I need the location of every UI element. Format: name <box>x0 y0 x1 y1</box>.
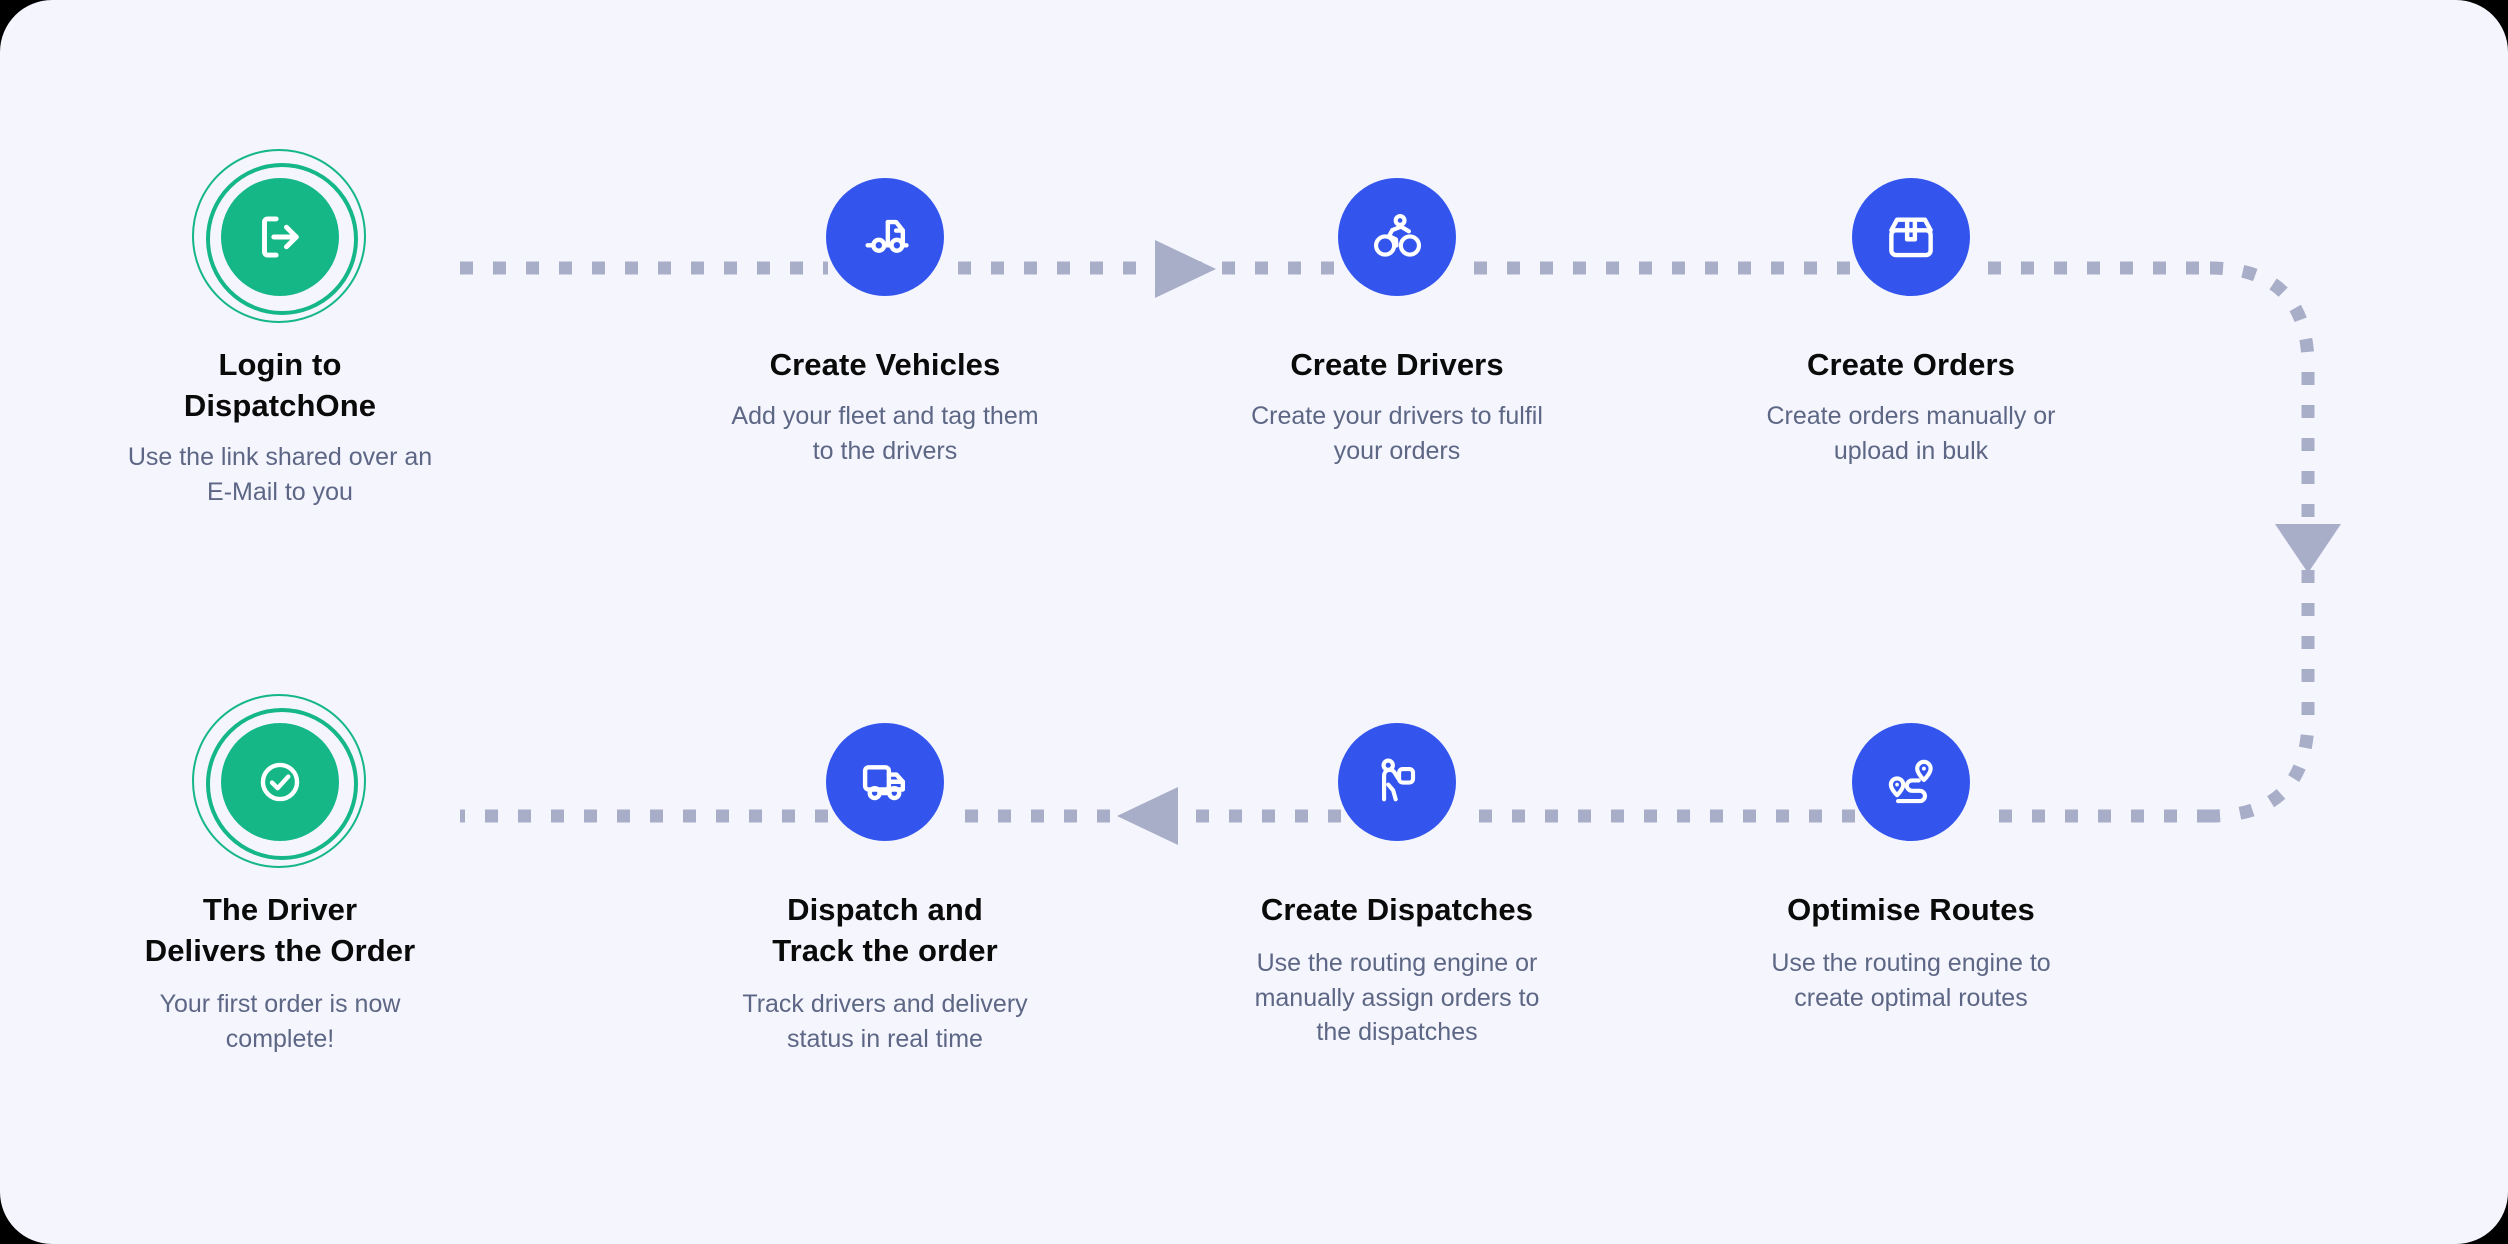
step-description: Track drivers and delivery status in rea… <box>742 990 1028 1053</box>
step-optimise-routes[interactable]: Optimise Routes Use the routing engine t… <box>1681 723 2141 1015</box>
step-create-vehicles[interactable]: Create Vehicles Add your fleet and tag t… <box>655 178 1115 468</box>
step-icon-badge[interactable] <box>826 178 944 296</box>
step-icon-badge[interactable] <box>1338 178 1456 296</box>
step-create-drivers[interactable]: Create Drivers Create your drivers to fu… <box>1167 178 1627 468</box>
arrowhead-left-bottom <box>1117 787 1178 845</box>
step-create-orders[interactable]: Create Orders Create orders manually or … <box>1681 178 2141 468</box>
step-driver-delivers-the-order[interactable]: The Driver Delivers the Order Your first… <box>50 694 510 1056</box>
step-create-dispatches[interactable]: Create Dispatches Use the routing engine… <box>1167 723 1627 1050</box>
step-description: Create orders manually or upload in bulk <box>1766 402 2056 465</box>
delivery-truck-icon <box>862 765 906 801</box>
step-icon-badge[interactable] <box>1852 178 1970 296</box>
step-description: Create your drivers to fulfil your order… <box>1251 402 1543 465</box>
step-title: Login to DispatchOne <box>183 347 377 424</box>
step-icon-badge[interactable] <box>1852 723 1970 841</box>
person-carrying-box-icon <box>1381 758 1416 802</box>
step-icon-badge[interactable] <box>1338 723 1456 841</box>
step-icon-badge[interactable] <box>826 723 944 841</box>
step-title: Optimise Routes <box>1787 892 2035 927</box>
step-title: Create Vehicles <box>769 347 1001 382</box>
step-description: Your first order is now complete! <box>159 990 401 1053</box>
step-dispatch-and-track[interactable]: Dispatch and Track the order Track drive… <box>655 723 1115 1056</box>
route-pins-icon <box>1888 759 1933 804</box>
step-icon-badge[interactable] <box>192 694 366 868</box>
step-description: Add your fleet and tag them to the drive… <box>731 402 1039 465</box>
step-description: Use the link shared over an E-Mail to yo… <box>127 443 433 506</box>
step-title: Dispatch and Track the order <box>772 892 998 969</box>
step-title: The Driver Delivers the Order <box>144 892 416 969</box>
step-description: Use the routing engine to create optimal… <box>1771 949 2051 1012</box>
step-icon-badge[interactable] <box>192 149 366 323</box>
step-login-to-dispatchone[interactable]: Login to DispatchOne Use the link shared… <box>50 149 510 509</box>
arrowhead-right-top <box>1155 240 1216 298</box>
cyclist-icon <box>1374 214 1422 257</box>
tractor-truck-icon <box>865 219 909 253</box>
step-title: Create Orders <box>1806 347 2016 382</box>
step-title: Create Dispatches <box>1260 892 1534 927</box>
step-description: Use the routing engine or manually assig… <box>1254 949 1540 1047</box>
login-arrow-icon <box>262 216 299 258</box>
package-box-icon <box>1889 217 1933 258</box>
arrowhead-down-right <box>2275 524 2341 573</box>
check-circle-icon <box>260 762 300 802</box>
step-title: Create Drivers <box>1290 347 1504 382</box>
